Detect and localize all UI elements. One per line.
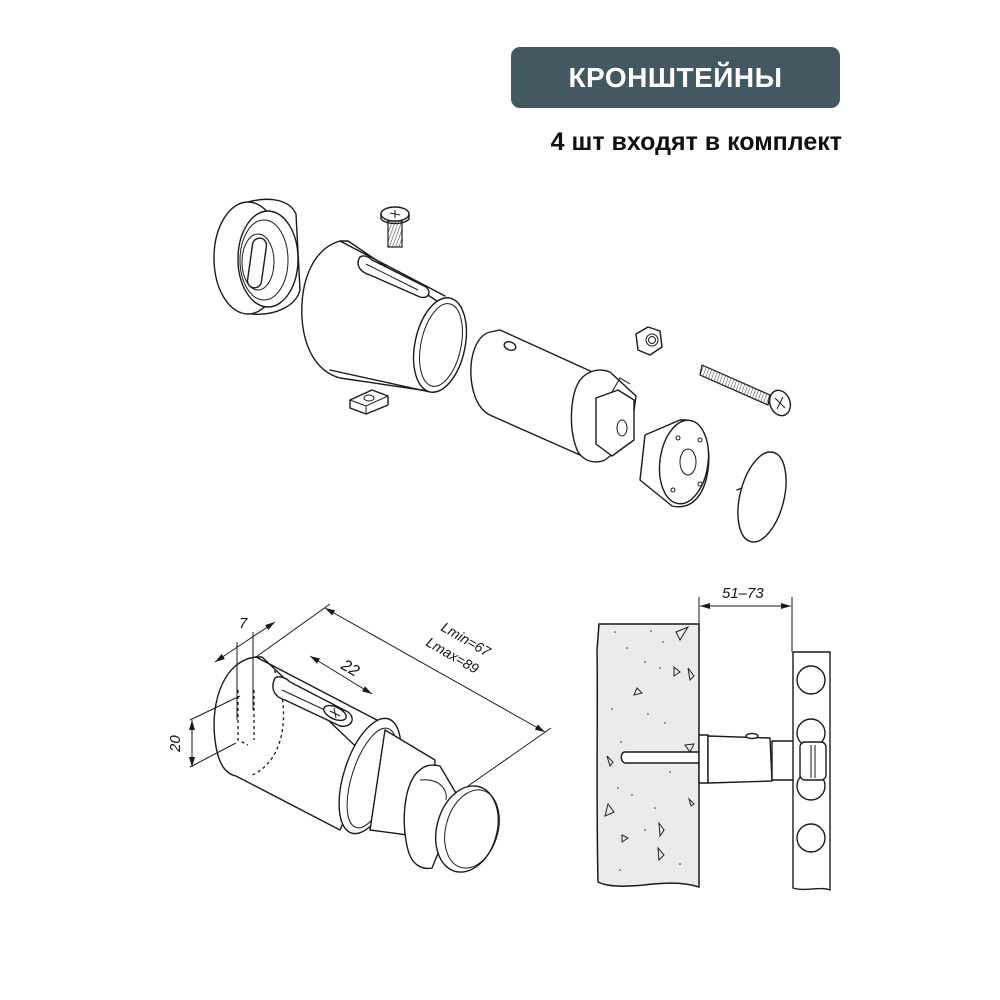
inner-rod-part bbox=[470, 329, 637, 463]
title-text: КРОНШТЕЙНЫ bbox=[568, 61, 783, 93]
subtitle-text: 4 шт входят в комплект bbox=[550, 128, 842, 156]
countersunk-screw-part bbox=[699, 364, 792, 417]
cover-cap-part bbox=[736, 451, 787, 543]
pan-head-screw-part bbox=[380, 206, 410, 248]
dimension-drawing: 7 22 20 Lmin=67 Lmax=89 bbox=[167, 603, 552, 873]
title-badge: КРОНШТЕЙНЫ bbox=[511, 47, 840, 108]
dim-22-label: 22 bbox=[337, 656, 362, 680]
dim-20-label: 20 bbox=[167, 735, 184, 753]
square-nut-part bbox=[349, 389, 389, 415]
installation-drawing: 51–73 bbox=[596, 585, 831, 891]
wall-cap-ring-part bbox=[213, 198, 301, 315]
holder-clamp-part bbox=[639, 419, 710, 508]
dim-offset-label: 51–73 bbox=[722, 585, 764, 602]
hex-nut-part bbox=[635, 326, 663, 356]
sleeve-tube-part bbox=[301, 240, 468, 393]
dim-7-label: 7 bbox=[239, 615, 248, 632]
